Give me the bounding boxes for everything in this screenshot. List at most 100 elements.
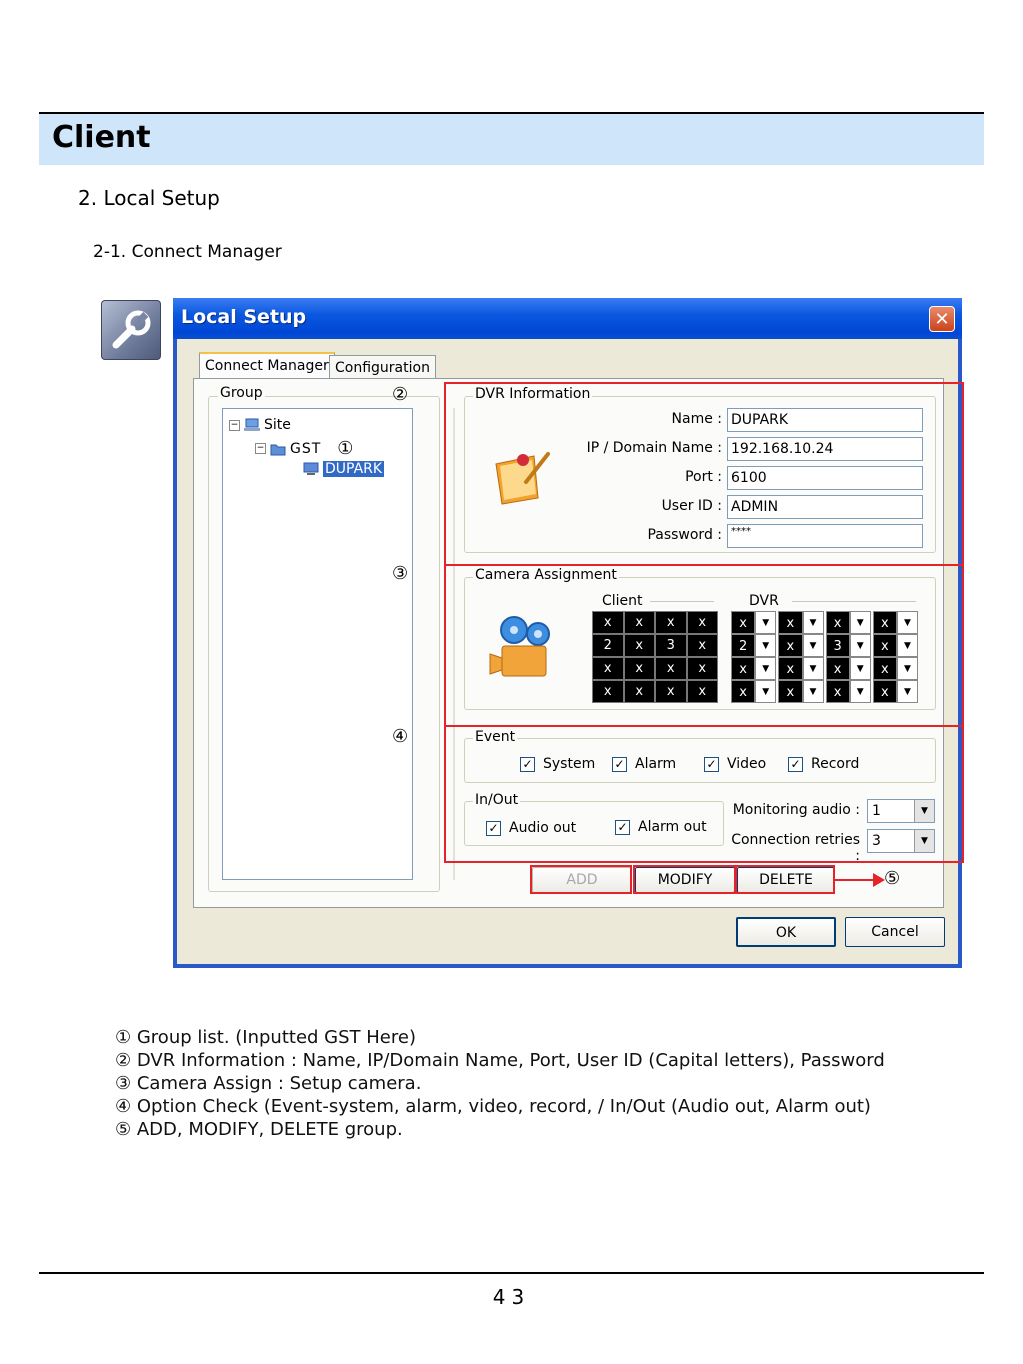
- chevron-down-icon[interactable]: ▼: [849, 680, 871, 703]
- client-camera-cell[interactable]: x: [686, 680, 718, 703]
- chevron-down-icon[interactable]: ▼: [802, 634, 824, 657]
- dvr-camera-select[interactable]: x▼: [825, 611, 871, 634]
- chevron-down-icon[interactable]: ▼: [897, 611, 918, 634]
- dvr-camera-select[interactable]: 2▼: [731, 634, 777, 657]
- dvr-camera-select[interactable]: x▼: [825, 657, 871, 680]
- checkbox-icon[interactable]: ✓: [615, 819, 630, 835]
- checkbox-icon[interactable]: ✓: [520, 756, 535, 772]
- checkbox-icon[interactable]: ✓: [788, 756, 803, 772]
- client-camera-cell[interactable]: x: [623, 657, 655, 680]
- chevron-down-icon[interactable]: ▼: [897, 634, 918, 657]
- port-field[interactable]: 6100: [727, 466, 923, 490]
- name-field[interactable]: DUPARK: [727, 408, 923, 432]
- dvr-camera-select[interactable]: x▼: [778, 611, 824, 634]
- connection-retries-select[interactable]: 3▼: [867, 829, 935, 853]
- close-icon[interactable]: ✕: [929, 306, 955, 332]
- client-camera-cell[interactable]: x: [623, 611, 655, 634]
- dvr-camera-value: x: [731, 680, 756, 703]
- tree-node-gst[interactable]: − GST ①: [255, 438, 353, 459]
- tree-node-dupark[interactable]: DUPARK: [303, 461, 385, 477]
- dvr-camera-select[interactable]: x▼: [872, 611, 918, 634]
- client-camera-cell[interactable]: x: [655, 611, 687, 634]
- collapse-icon[interactable]: −: [255, 443, 266, 454]
- dvr-camera-select[interactable]: x▼: [731, 611, 777, 634]
- chevron-down-icon[interactable]: ▼: [849, 634, 871, 657]
- client-camera-cell[interactable]: 3: [655, 634, 687, 657]
- dvr-camera-value: x: [778, 634, 803, 657]
- dvr-camera-select[interactable]: x▼: [778, 634, 824, 657]
- user-id-field[interactable]: ADMIN: [727, 495, 923, 519]
- tab-configuration[interactable]: Configuration: [329, 355, 436, 379]
- client-camera-cell[interactable]: x: [592, 680, 624, 703]
- chevron-down-icon[interactable]: ▼: [802, 680, 824, 703]
- chevron-down-icon[interactable]: ▼: [755, 634, 777, 657]
- chevron-down-icon[interactable]: ▼: [914, 830, 934, 852]
- event-alarm-checkbox[interactable]: ✓Alarm: [612, 756, 676, 772]
- tree-node-site[interactable]: − Site: [229, 417, 291, 433]
- alarm-out-checkbox[interactable]: ✓Alarm out: [615, 819, 707, 835]
- dvr-camera-select[interactable]: 3▼: [825, 634, 871, 657]
- marker-5: ⑤: [884, 868, 901, 889]
- client-camera-cell[interactable]: x: [592, 657, 624, 680]
- ip-domain-field[interactable]: 192.168.10.24: [727, 437, 923, 461]
- dvr-camera-select[interactable]: x▼: [825, 680, 871, 703]
- client-camera-cell[interactable]: x: [686, 634, 718, 657]
- monitoring-audio-select[interactable]: 1▼: [867, 799, 935, 823]
- audio-out-checkbox[interactable]: ✓Audio out: [486, 820, 576, 836]
- client-camera-cell[interactable]: x: [592, 611, 624, 634]
- tab-connect-manager[interactable]: Connect Manager: [199, 352, 335, 379]
- collapse-icon[interactable]: −: [229, 419, 240, 431]
- chevron-down-icon[interactable]: ▼: [897, 657, 918, 680]
- chevron-down-icon[interactable]: ▼: [849, 611, 871, 634]
- group-box: [208, 396, 440, 892]
- dvr-camera-select[interactable]: x▼: [731, 657, 777, 680]
- cancel-button[interactable]: Cancel: [845, 917, 945, 947]
- event-record-checkbox[interactable]: ✓Record: [788, 756, 859, 772]
- checkbox-icon[interactable]: ✓: [486, 820, 501, 836]
- client-camera-cell[interactable]: x: [623, 634, 655, 657]
- dvr-camera-value: x: [872, 657, 897, 680]
- client-camera-cell[interactable]: x: [686, 611, 718, 634]
- dvr-camera-select[interactable]: x▼: [872, 680, 918, 703]
- dvr-camera-grid[interactable]: x▼x▼x▼x▼2▼x▼3▼x▼x▼x▼x▼x▼x▼x▼x▼x▼: [731, 611, 918, 703]
- highlight-camera: [444, 564, 964, 727]
- highlight-delete: [735, 865, 835, 894]
- dvr-camera-select[interactable]: x▼: [872, 657, 918, 680]
- chevron-down-icon[interactable]: ▼: [849, 657, 871, 680]
- chevron-down-icon[interactable]: ▼: [755, 680, 777, 703]
- ip-domain-label: IP / Domain Name :: [586, 440, 722, 456]
- subsection-title: 2-1. Connect Manager: [93, 242, 282, 262]
- client-camera-cell[interactable]: x: [655, 680, 687, 703]
- password-field[interactable]: ****: [727, 524, 923, 548]
- chevron-down-icon[interactable]: ▼: [802, 657, 824, 680]
- client-camera-cell[interactable]: 2: [592, 634, 624, 657]
- ok-button[interactable]: OK: [736, 917, 836, 947]
- dvr-camera-select[interactable]: x▼: [778, 680, 824, 703]
- event-video-checkbox[interactable]: ✓Video: [704, 756, 766, 772]
- client-camera-cell[interactable]: x: [655, 657, 687, 680]
- dvr-camera-select[interactable]: x▼: [872, 634, 918, 657]
- checkbox-icon[interactable]: ✓: [704, 756, 719, 772]
- dialog-title: Local Setup: [181, 306, 307, 328]
- chevron-down-icon[interactable]: ▼: [802, 611, 824, 634]
- delete-button[interactable]: DELETE: [737, 867, 835, 893]
- highlight-modify: [633, 865, 736, 894]
- event-system-label: System: [543, 756, 596, 772]
- dialog-titlebar[interactable]: Local Setup ✕: [173, 298, 962, 339]
- inout-box: [464, 801, 724, 846]
- client-camera-cell[interactable]: x: [623, 680, 655, 703]
- dvr-camera-select[interactable]: x▼: [778, 657, 824, 680]
- chevron-down-icon[interactable]: ▼: [755, 657, 777, 680]
- chevron-down-icon[interactable]: ▼: [755, 611, 777, 634]
- client-camera-cell[interactable]: x: [686, 657, 718, 680]
- event-system-checkbox[interactable]: ✓ System: [520, 756, 595, 772]
- caption-3: ③ Camera Assign : Setup camera.: [115, 1073, 422, 1094]
- chevron-down-icon[interactable]: ▼: [897, 680, 918, 703]
- tree-label-site: Site: [264, 417, 291, 433]
- chevron-down-icon[interactable]: ▼: [914, 800, 934, 822]
- group-tree[interactable]: − Site − GST ①: [222, 408, 413, 880]
- dvr-camera-select[interactable]: x▼: [731, 680, 777, 703]
- local-setup-dialog: Local Setup ✕ Connect Manager Configurat…: [173, 298, 964, 968]
- checkbox-icon[interactable]: ✓: [612, 756, 627, 772]
